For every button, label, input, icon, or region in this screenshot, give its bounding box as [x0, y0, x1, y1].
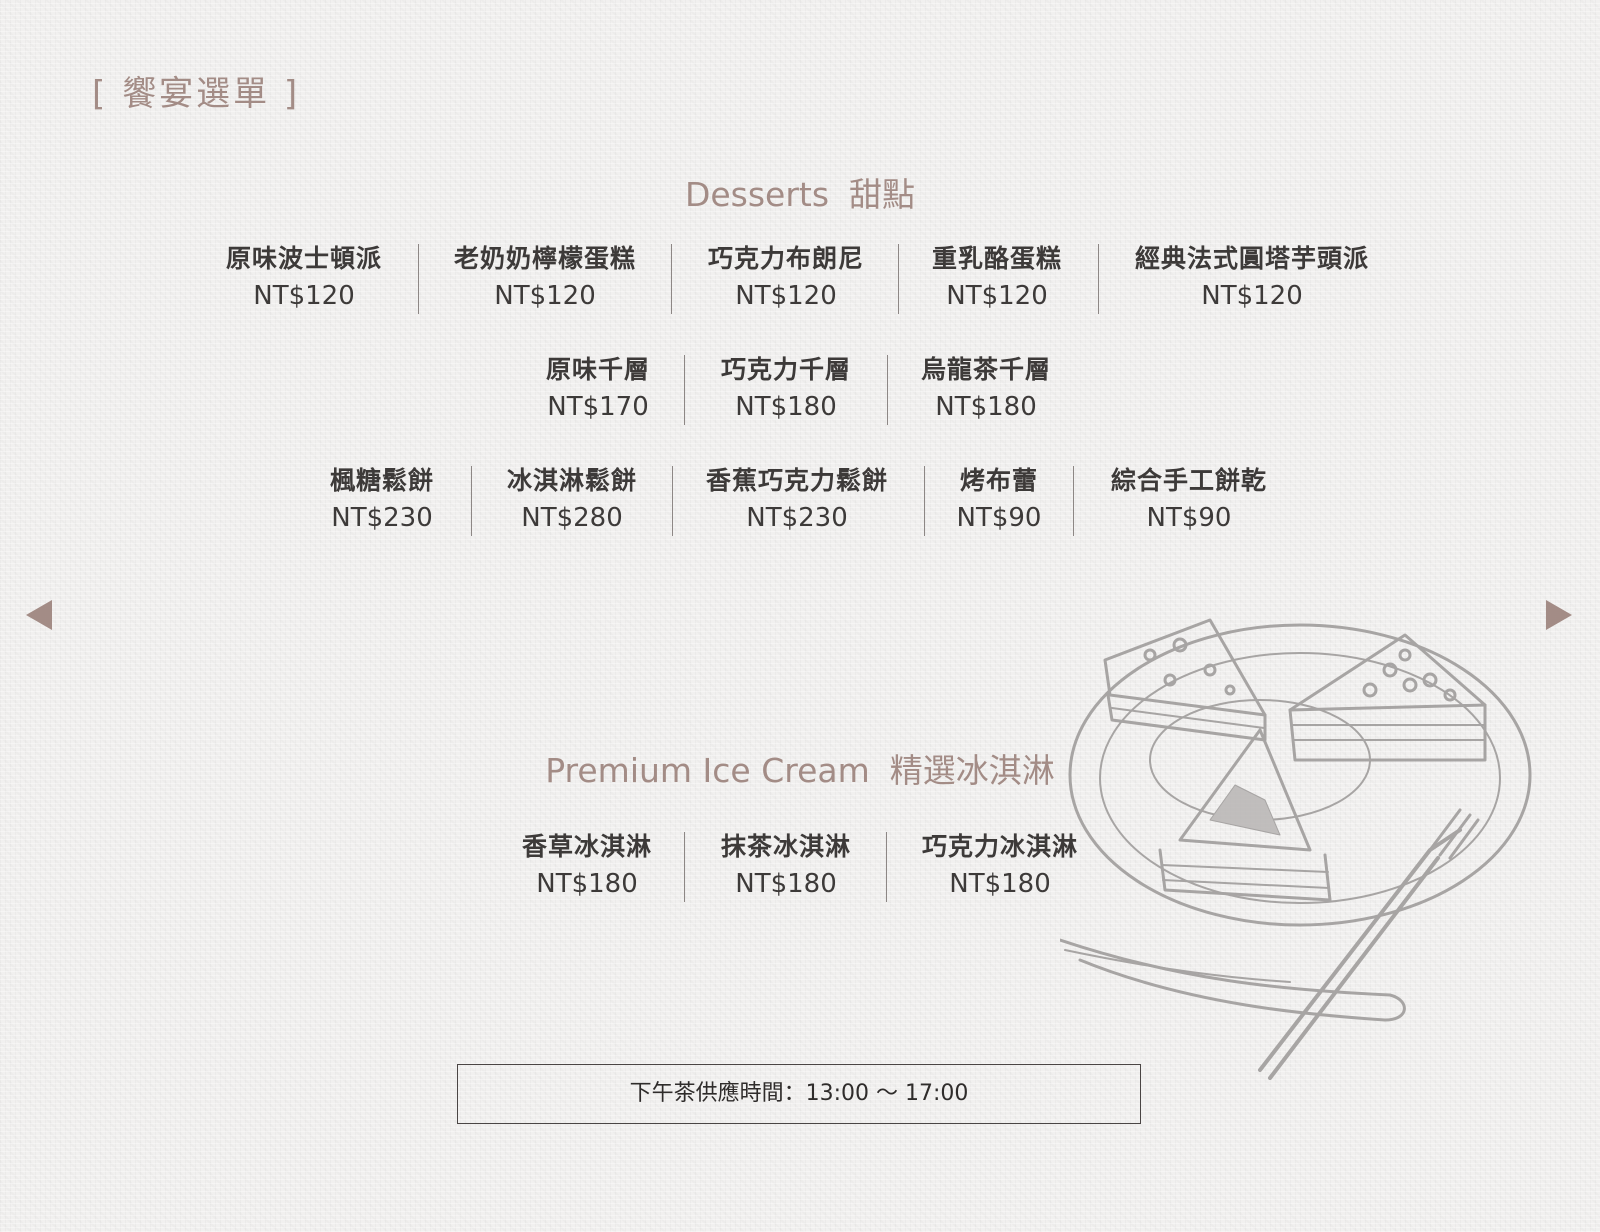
- item-price: NT$90: [1146, 503, 1232, 533]
- desserts-title-en: Desserts: [684, 175, 830, 214]
- menu-item: 老奶奶檸檬蛋糕 NT$120: [454, 244, 636, 314]
- item-name: 原味波士頓派: [225, 244, 383, 273]
- menu-item: 烤布蕾 NT$90: [957, 466, 1042, 536]
- item-price: NT$180: [935, 392, 1037, 422]
- item-divider: [418, 244, 419, 314]
- desserts-title-zh: 甜點: [849, 175, 916, 214]
- ice-cream-section-title: Premium Ice Cream 精選冰淇淋: [0, 744, 1600, 792]
- desserts-row-1: 原味波士頓派 NT$120 老奶奶檸檬蛋糕 NT$120 巧克力布朗尼 NT$1…: [0, 244, 1600, 314]
- menu-item: 香草冰淇淋 NT$180: [522, 832, 652, 902]
- item-divider: [671, 244, 672, 314]
- ice-cream-title-zh: 精選冰淇淋: [889, 751, 1055, 790]
- item-price: NT$120: [253, 281, 355, 311]
- item-price: NT$170: [547, 392, 649, 422]
- ice-cream-row: 香草冰淇淋 NT$180 抹茶冰淇淋 NT$180 巧克力冰淇淋 NT$180: [0, 832, 1600, 902]
- item-price: NT$180: [949, 869, 1051, 899]
- menu-item: 原味千層 NT$170: [546, 355, 650, 425]
- item-divider: [924, 466, 925, 536]
- service-hours: 下午茶供應時間：13:00 ～ 17:00: [457, 1064, 1141, 1124]
- menu-item: 原味波士頓派 NT$120: [226, 244, 382, 314]
- item-name: 香蕉巧克力鬆餅: [705, 466, 889, 495]
- item-divider: [684, 832, 685, 902]
- menu-item: 巧克力冰淇淋 NT$180: [922, 832, 1078, 902]
- item-price: NT$180: [536, 869, 638, 899]
- item-name: 冰淇淋鬆餅: [506, 466, 638, 495]
- item-price: NT$280: [521, 503, 623, 533]
- item-divider: [1098, 244, 1099, 314]
- menu-item: 重乳酪蛋糕 NT$120: [932, 244, 1062, 314]
- item-name: 抹茶冰淇淋: [720, 832, 852, 861]
- item-price: NT$230: [331, 503, 433, 533]
- item-price: NT$90: [956, 503, 1042, 533]
- menu-item: 烏龍茶千層 NT$180: [921, 355, 1051, 425]
- cake-plate-fork-illustration: [1060, 618, 1532, 1080]
- item-name: 香草冰淇淋: [521, 832, 653, 861]
- item-name: 原味千層: [545, 355, 651, 384]
- item-name: 楓糖鬆餅: [329, 466, 435, 495]
- menu-item: 抹茶冰淇淋 NT$180: [721, 832, 851, 902]
- item-price: NT$230: [746, 503, 848, 533]
- item-divider: [1073, 466, 1074, 536]
- item-divider: [684, 355, 685, 425]
- item-divider: [471, 466, 472, 536]
- item-name: 巧克力冰淇淋: [921, 832, 1079, 861]
- triangle-right-icon[interactable]: [1546, 600, 1572, 630]
- item-name: 經典法式圓塔芋頭派: [1134, 244, 1370, 273]
- menu-item: 巧克力布朗尼 NT$120: [708, 244, 864, 314]
- item-name: 綜合手工餅乾: [1110, 466, 1268, 495]
- menu-item: 經典法式圓塔芋頭派 NT$120: [1135, 244, 1369, 314]
- page-title: [ 饗宴選單 ]: [92, 74, 301, 114]
- item-name: 烏龍茶千層: [920, 355, 1052, 384]
- menu-item: 冰淇淋鬆餅 NT$280: [507, 466, 637, 536]
- desserts-section-title: Desserts 甜點: [0, 168, 1600, 216]
- item-price: NT$120: [1201, 281, 1303, 311]
- menu-item: 巧克力千層 NT$180: [721, 355, 851, 425]
- desserts-row-3: 楓糖鬆餅 NT$230 冰淇淋鬆餅 NT$280 香蕉巧克力鬆餅 NT$230 …: [0, 466, 1600, 536]
- item-name: 巧克力布朗尼: [707, 244, 865, 273]
- item-price: NT$120: [946, 281, 1048, 311]
- ice-cream-title-en: Premium Ice Cream: [545, 751, 870, 790]
- item-price: NT$120: [735, 281, 837, 311]
- item-price: NT$180: [735, 869, 837, 899]
- item-name: 烤布蕾: [959, 466, 1038, 495]
- desserts-row-2: 原味千層 NT$170 巧克力千層 NT$180 烏龍茶千層 NT$180: [0, 355, 1600, 425]
- menu-item: 綜合手工餅乾 NT$90: [1111, 466, 1267, 536]
- item-divider: [887, 355, 888, 425]
- item-divider: [898, 244, 899, 314]
- item-name: 巧克力千層: [720, 355, 852, 384]
- item-divider: [672, 466, 673, 536]
- menu-item: 楓糖鬆餅 NT$230: [330, 466, 434, 536]
- item-divider: [886, 832, 887, 902]
- triangle-left-icon[interactable]: [26, 600, 52, 630]
- item-name: 老奶奶檸檬蛋糕: [453, 244, 637, 273]
- item-name: 重乳酪蛋糕: [931, 244, 1063, 273]
- menu-item: 香蕉巧克力鬆餅 NT$230: [706, 466, 888, 536]
- item-price: NT$180: [735, 392, 837, 422]
- item-price: NT$120: [494, 281, 596, 311]
